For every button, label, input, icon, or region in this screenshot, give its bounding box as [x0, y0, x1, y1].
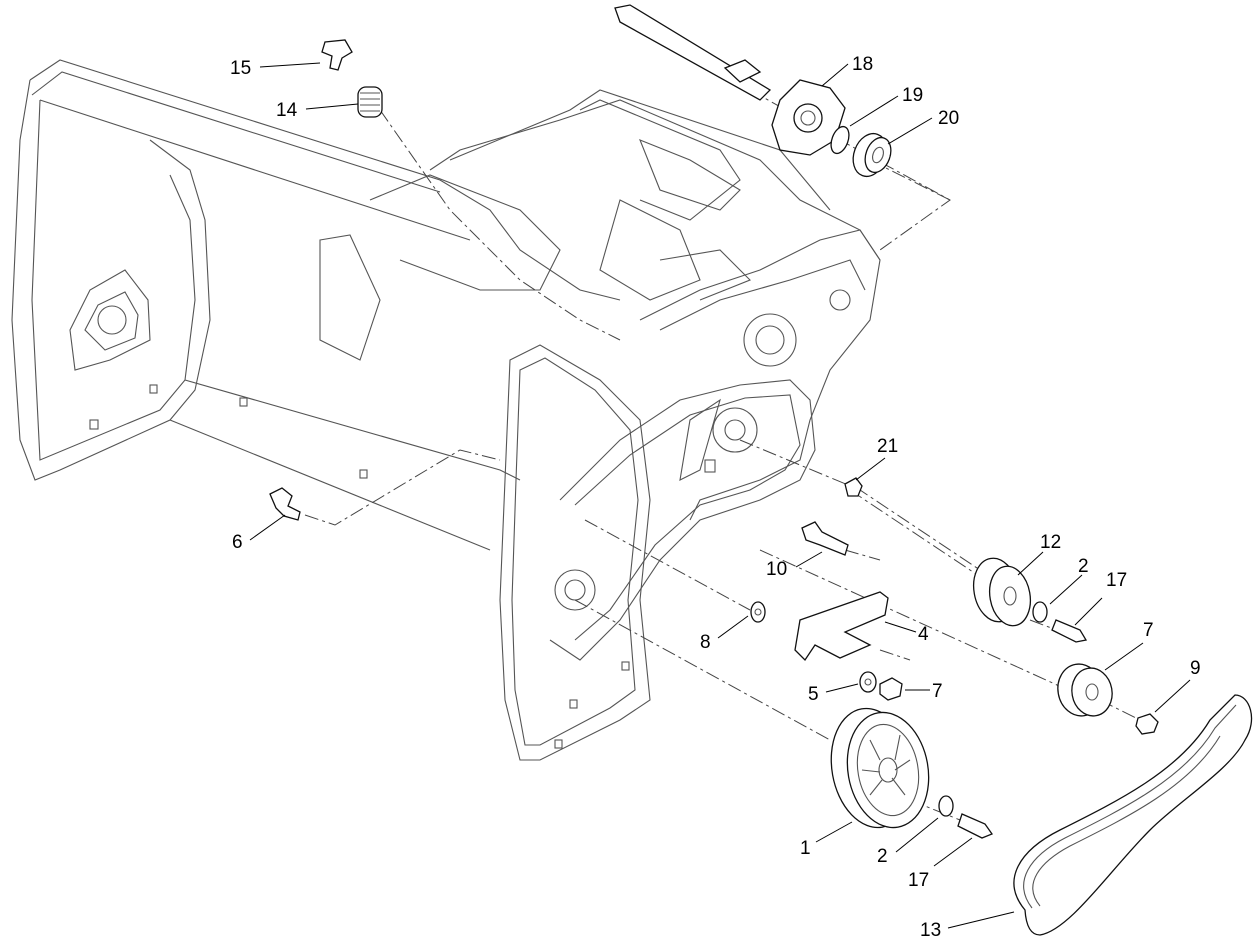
part-washer-2b — [938, 795, 954, 817]
callout-17-lower: 17 — [908, 870, 929, 891]
part-pulley-12 — [972, 557, 1032, 627]
part-ring — [830, 125, 850, 155]
callout-2-lower: 2 — [877, 846, 888, 867]
callout-11: 9 — [1190, 658, 1201, 679]
part-washer-2a — [1032, 601, 1048, 623]
part-bolt-21 — [844, 477, 863, 497]
part-washer-5 — [859, 671, 877, 693]
part-nut-7 — [879, 677, 903, 701]
part-pulley-9 — [1057, 663, 1113, 717]
part-pulley-1 — [830, 707, 930, 829]
callout-2-upper: 2 — [1078, 556, 1089, 577]
callout-10: 10 — [766, 559, 787, 580]
callout-20: 20 — [938, 108, 959, 129]
part-bearing — [852, 132, 892, 178]
callout-13: 13 — [920, 920, 941, 941]
callout-15: 15 — [230, 58, 251, 79]
callout-6: 6 — [232, 532, 243, 553]
part-bolt-17b — [957, 813, 994, 839]
callout-17-upper: 17 — [1106, 570, 1127, 591]
callout-8: 8 — [700, 632, 711, 653]
auger-housing — [11, 59, 881, 761]
callout-19: 19 — [902, 85, 923, 106]
callout-12: 12 — [1040, 532, 1061, 553]
part-bracket — [794, 591, 889, 662]
callout-21: 21 — [877, 436, 898, 457]
leader-lines — [249, 62, 1191, 929]
callout-1: 1 — [800, 838, 811, 859]
part-shaft — [614, 4, 772, 101]
callout-9: 7 — [1143, 620, 1154, 641]
callout-14: 14 — [276, 100, 298, 121]
part-bolt-17a — [1051, 619, 1088, 643]
assembly-lines — [304, 89, 1141, 821]
part-bolt-6 — [269, 487, 301, 521]
callout-4: 4 — [918, 624, 929, 645]
part-belt — [1013, 694, 1253, 936]
part-spring — [357, 86, 383, 118]
part-bolt-10 — [801, 521, 849, 556]
part-clip — [321, 39, 353, 71]
callout-5: 5 — [808, 684, 819, 705]
callout-18: 18 — [852, 54, 873, 75]
part-nut-11 — [1135, 713, 1159, 735]
callout-labels: 15 14 18 19 20 21 6 10 12 2 17 7 9 8 4 5… — [230, 54, 1201, 941]
part-washer-8 — [750, 601, 766, 623]
callout-7: 7 — [932, 681, 943, 702]
